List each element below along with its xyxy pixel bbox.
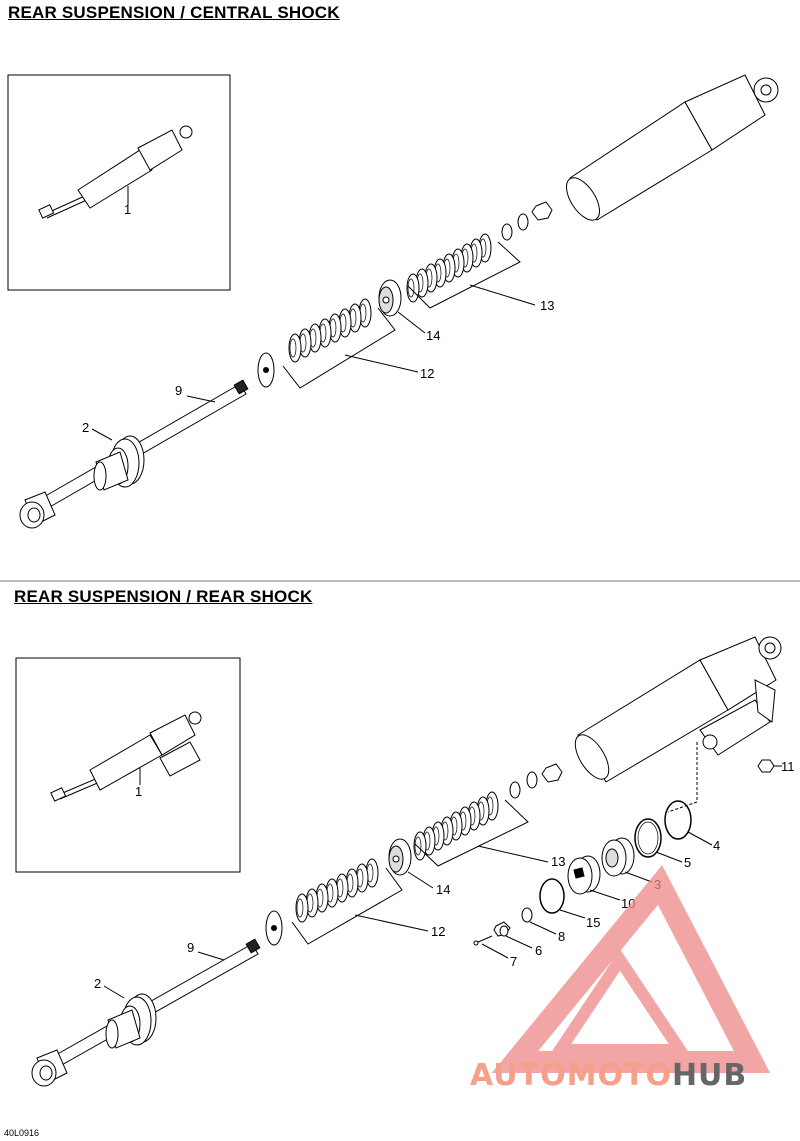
rear-label-12: 12 (431, 924, 445, 939)
rear-piston-14 (388, 838, 412, 876)
rear-screw-7 (473, 935, 493, 946)
watermark-text-main: AUTOMOTO (470, 1058, 672, 1093)
rear-oring-15 (539, 878, 565, 914)
watermark-text: AUTOMOTOHUB (470, 1058, 747, 1093)
rear-cap-3 (601, 837, 635, 877)
rear-spring-12 (295, 858, 379, 923)
rear-shock-title: REAR SUSPENSION / REAR SHOCK (14, 587, 313, 606)
central-thumbnail-shock (38, 125, 193, 219)
rear-bracket-12 (291, 867, 403, 945)
central-label-14: 14 (426, 328, 440, 343)
central-thumbnail-frame (7, 74, 231, 291)
watermark-logo (491, 865, 771, 1073)
central-shock-title: REAR SUSPENSION / CENTRAL SHOCK (8, 3, 340, 22)
rear-oring-4 (664, 800, 692, 840)
rear-piston-10 (567, 855, 601, 895)
central-label-2: 2 (82, 420, 89, 435)
rear-label-6: 6 (535, 943, 542, 958)
watermark-text-hub: HUB (671, 1058, 748, 1093)
rear-leader-dashed (667, 742, 698, 813)
central-thumb-label-1: 1 (124, 202, 131, 217)
central-spring-13 (406, 233, 492, 303)
rear-shock-body (574, 636, 782, 783)
rear-cap-2 (105, 993, 157, 1049)
rear-label-7: 7 (510, 954, 517, 969)
central-rod-9 (41, 379, 249, 509)
rear-label-4: 4 (713, 838, 720, 853)
rear-label-15: 15 (586, 915, 600, 930)
central-label-12: 12 (420, 366, 434, 381)
drawing-code: 40L0916 (4, 1128, 40, 1138)
rear-oring-8 (521, 907, 533, 923)
rear-label-8: 8 (558, 929, 565, 944)
rear-nut-11 (757, 759, 775, 773)
central-label-9: 9 (175, 383, 182, 398)
central-bracket-13 (407, 241, 521, 309)
central-bracket-12 (282, 307, 396, 389)
rear-label-13: 13 (551, 854, 565, 869)
central-nut-washers (501, 201, 553, 241)
rear-label-11: 11 (781, 759, 795, 774)
central-piston-14 (378, 279, 402, 317)
rear-label-2: 2 (94, 976, 101, 991)
rear-snap-ring-5 (634, 818, 662, 858)
central-eye-end (19, 491, 56, 529)
rear-rod-9 (53, 938, 261, 1067)
rear-eye-end (31, 1049, 68, 1087)
central-cap-2 (93, 435, 145, 491)
rear-thumbnail-frame (15, 657, 241, 873)
rear-thumbnail-shock (50, 711, 202, 802)
central-shock-body (566, 74, 779, 221)
central-label-13: 13 (540, 298, 554, 313)
rear-label-5: 5 (684, 855, 691, 870)
rear-spring-13 (413, 791, 499, 861)
rear-valve-6 (493, 921, 511, 937)
rear-thumb-label-1: 1 (135, 784, 142, 799)
rear-nut-washers (509, 763, 563, 799)
rear-bracket-13 (414, 799, 529, 867)
rear-label-14: 14 (436, 882, 450, 897)
rear-label-9: 9 (187, 940, 194, 955)
